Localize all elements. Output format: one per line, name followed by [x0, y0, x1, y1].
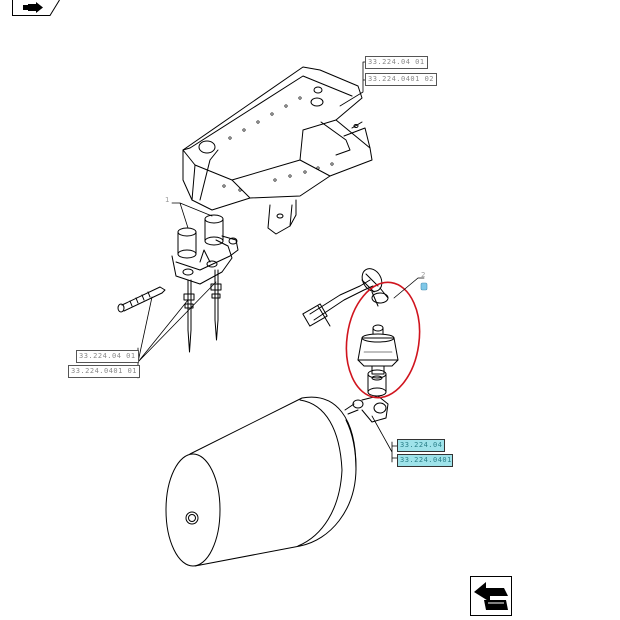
item-marker — [420, 282, 428, 291]
pressure-switch — [357, 324, 399, 375]
ref-label-valve-a[interactable]: 33.224.04 01 — [76, 350, 139, 363]
ref-label-frame-b[interactable]: 33.224.0401 02 — [365, 73, 438, 86]
ref-label-valve-b[interactable]: 33.224.0401 01 — [68, 365, 141, 378]
return-arrow-icon — [470, 576, 512, 616]
callout-item-1: 1 — [165, 196, 170, 204]
mounting-bolt — [117, 286, 166, 313]
ref-label-frame-a[interactable]: 33.224.04 01 — [365, 56, 428, 69]
mounting-frame — [182, 66, 373, 235]
tee-fitting — [344, 395, 389, 423]
callout-item-2: 2 — [421, 271, 426, 279]
adapter-fitting — [367, 369, 387, 397]
valve-fitting-right — [210, 269, 222, 341]
back-arrow-icon — [12, 0, 60, 16]
ref-label-tank-a[interactable]: 33.224.04 — [397, 439, 445, 452]
back-button[interactable] — [12, 0, 60, 16]
highlight-circle — [345, 281, 421, 399]
wiring-connector — [302, 268, 389, 327]
ref-label-tank-b[interactable]: 33.224.0401 — [397, 454, 453, 467]
valve-fitting-left — [183, 279, 195, 353]
air-tank — [165, 396, 357, 567]
solenoid-valve-assembly — [171, 214, 239, 285]
return-button[interactable] — [470, 576, 512, 616]
